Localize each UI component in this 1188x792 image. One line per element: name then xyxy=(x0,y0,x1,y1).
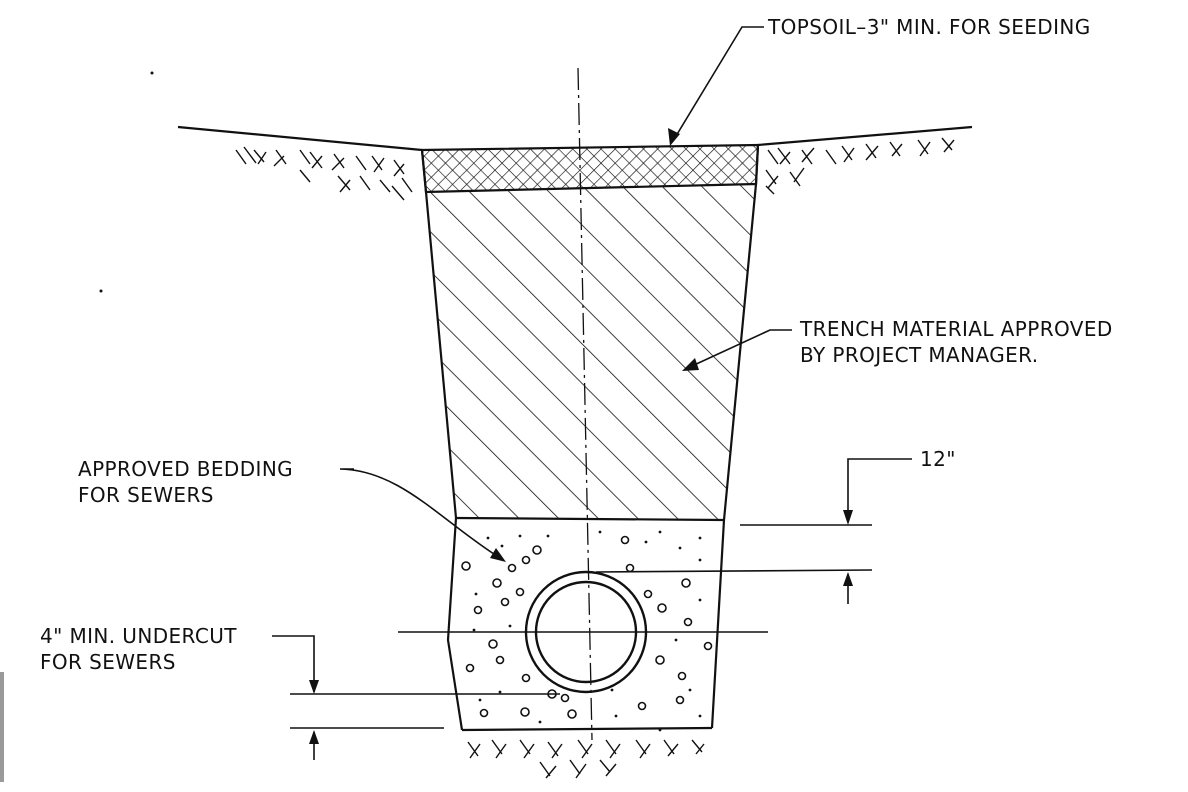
label-undercut-line2: FOR SEWERS xyxy=(40,650,176,674)
leader-bedding xyxy=(339,468,501,559)
leader-topsoil-arrow xyxy=(668,128,680,146)
trench-bottom xyxy=(461,726,713,732)
leader-trench xyxy=(691,329,792,367)
speck-2 xyxy=(99,289,103,293)
label-undercut-line1: 4" MIN. UNDERCUT xyxy=(40,624,237,648)
scan-edge-artifact xyxy=(0,672,4,782)
earth-hatch-left xyxy=(235,146,413,201)
earth-hatch-bottom xyxy=(467,739,705,779)
centerline xyxy=(577,67,593,741)
bedding-dots xyxy=(472,530,702,732)
topsoil-layer xyxy=(420,143,760,194)
leader-bedding-arrow xyxy=(490,548,506,562)
undercut-arrow-up xyxy=(309,730,319,744)
bedding-top-line xyxy=(455,516,725,522)
earth-hatch-right xyxy=(765,137,955,195)
label-topsoil: TOPSOIL–3" MIN. FOR SEEDING xyxy=(767,15,1091,39)
leader-trench-arrow xyxy=(682,358,699,371)
trench-material-fill xyxy=(426,184,756,520)
label-dim-12: 12" xyxy=(920,447,956,471)
leader-topsoil xyxy=(675,26,764,137)
ground-surface-right xyxy=(757,125,973,147)
label-trench-line1: TRENCH MATERIAL APPROVED xyxy=(799,317,1113,341)
dim-12-arrow-up xyxy=(843,572,853,586)
ground-surface-left xyxy=(177,125,423,152)
trench-wall-right xyxy=(710,144,760,729)
dim-12-arrow-down xyxy=(843,510,853,525)
speck-1 xyxy=(150,71,154,75)
dimension-undercut xyxy=(272,635,560,760)
label-trench-line2: BY PROJECT MANAGER. xyxy=(800,343,1038,367)
label-bedding-line1: APPROVED BEDDING xyxy=(78,457,293,481)
undercut-arrow-down xyxy=(309,680,319,694)
label-bedding-line2: FOR SEWERS xyxy=(78,483,214,507)
